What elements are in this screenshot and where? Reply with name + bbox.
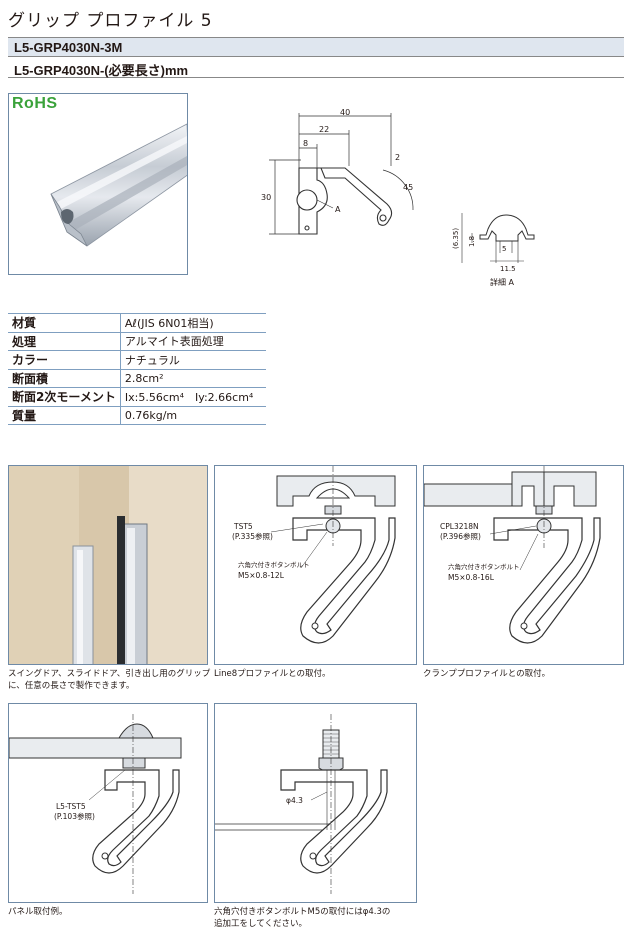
spec-table: 材質 Aℓ(JIS 6N01相当) 処理 アルマイト表面処理 カラー ナチュラル…	[8, 313, 266, 425]
dim-detail-a: A	[335, 205, 341, 214]
line8-nut-label: TST5	[234, 522, 253, 531]
dim-40: 40	[340, 108, 350, 117]
line8-mount-frame	[214, 465, 417, 665]
detail-dim-115: 11.5	[500, 265, 516, 273]
table-row: 処理 アルマイト表面処理	[8, 331, 266, 351]
panel-nut-ref: (P.103参照)	[54, 812, 95, 821]
rohs-badge: RoHS	[12, 95, 58, 112]
product-photo	[50, 123, 187, 247]
bolt-caption-1: 六角穴付きボタンボルトM5の取付にはφ4.3の	[214, 907, 391, 917]
clamp-mount-drawing	[424, 466, 601, 644]
line8-caption: Line8プロファイルとの取付。	[214, 669, 331, 679]
dim-45: 45	[403, 183, 413, 192]
bolt-hole-label: φ4.3	[286, 796, 303, 805]
door-photo-caption-2: に、任意の長さで製作できます。	[8, 681, 135, 691]
clamp-bolt-spec: M5×0.8-16L	[448, 573, 494, 582]
table-row: カラー ナチュラル	[8, 350, 266, 369]
spec-key: 断面2次モーメント	[8, 387, 121, 406]
dim-22: 22	[319, 125, 329, 134]
table-row: 材質 Aℓ(JIS 6N01相当)	[8, 313, 266, 332]
spec-key: 処理	[8, 331, 121, 351]
line8-bolt-label: 六角穴付きボタンボルト	[238, 561, 310, 569]
line8-bolt-spec: M5×0.8-12L	[238, 571, 284, 580]
dim-30: 30	[261, 193, 271, 202]
bolt-mount-drawing	[215, 714, 388, 894]
panel-nut-label: L5-TST5	[56, 802, 86, 811]
dim-2: 2	[395, 153, 400, 162]
spec-value: Ix:5.56cm⁴ Iy:2.66cm⁴	[120, 387, 266, 406]
bolt-mount-frame	[214, 703, 417, 903]
spec-value: Aℓ(JIS 6N01相当)	[120, 313, 266, 332]
panel-mount-drawing	[9, 714, 182, 894]
clamp-caption: クランププロファイルとの取付。	[423, 669, 551, 679]
spec-value: ナチュラル	[120, 350, 266, 369]
detail-a-drawing: (6.35) 1.8 5 11.5 詳細 A	[452, 213, 535, 287]
page-title: グリップ プロファイル 5	[8, 11, 213, 31]
line8-nut-ref: (P.335参照)	[232, 532, 273, 541]
bolt-caption-2: 追加工をしてください。	[214, 919, 307, 929]
spec-key: カラー	[8, 350, 121, 369]
clamp-mount-frame	[423, 465, 624, 665]
detail-a-label: 詳細 A	[490, 277, 515, 287]
clamp-bolt-label: 六角穴付きボタンボルト	[448, 563, 520, 571]
door-photo-caption-1: スイングドア、スライドドア、引き出し用のグリップ	[8, 669, 211, 679]
cross-section-drawing: 40 22 8 2 30 45 A	[261, 108, 414, 235]
part-number-custom-bar: L5-GRP4030N-(必要長さ)mm	[8, 58, 624, 78]
spec-value: アルマイト表面処理	[120, 331, 266, 351]
table-row: 断面積 2.8cm²	[8, 368, 266, 388]
clamp-nut-ref: (P.396参照)	[440, 532, 481, 541]
detail-dim-5: 5	[502, 245, 506, 253]
spec-key: 材質	[8, 313, 121, 332]
spec-key: 断面積	[8, 368, 121, 388]
table-row: 断面2次モーメント Ix:5.56cm⁴ Iy:2.66cm⁴	[8, 387, 266, 406]
detail-dim-18: 1.8	[468, 236, 476, 247]
door-photo	[9, 466, 207, 664]
panel-mount-frame	[8, 703, 208, 903]
clamp-nut-label: CPL3218N	[440, 522, 479, 531]
line8-mount-drawing	[270, 466, 396, 644]
door-photo-frame	[8, 465, 208, 665]
product-photo-frame	[8, 93, 188, 275]
panel-caption: パネル取付例。	[8, 907, 68, 917]
dim-8: 8	[303, 139, 308, 148]
table-row: 質量 0.76kg/m	[8, 405, 266, 425]
detail-dim-635: (6.35)	[452, 228, 460, 249]
spec-value: 0.76kg/m	[120, 405, 266, 425]
spec-key: 質量	[8, 405, 121, 425]
part-number-bar: L5-GRP4030N-3M	[8, 37, 624, 57]
spec-value: 2.8cm²	[120, 368, 266, 388]
